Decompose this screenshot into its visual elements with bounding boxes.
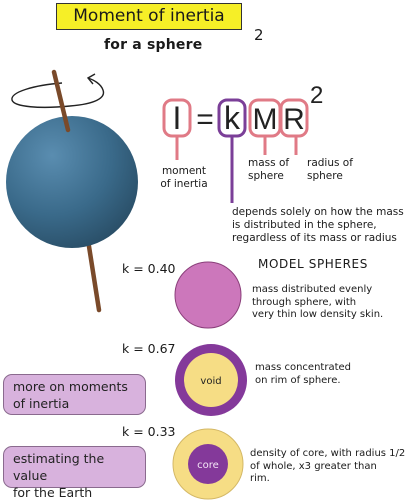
label-k-description: depends solely on how the mass is distri…: [232, 206, 404, 244]
sphere-core-icon: core: [172, 428, 244, 500]
rotation-arrow: [11, 82, 71, 109]
equation-diagram: I = k M R 2: [162, 82, 323, 203]
globe-body: [6, 116, 138, 248]
spinning-sphere-illustration: [6, 69, 138, 313]
eq-M: M: [253, 103, 278, 136]
box-R: [279, 98, 309, 138]
eq-k: k: [224, 100, 241, 136]
sphere-hollow-icon: void: [175, 344, 247, 416]
model-spheres-title: MODEL SPHERES: [258, 257, 368, 271]
more-on-moments-link[interactable]: more on moments of inertia: [3, 374, 146, 415]
eq-equals: =: [196, 103, 214, 136]
k-value-core: k = 0.33: [122, 424, 176, 439]
page-title: Moment of inertia: [56, 3, 242, 30]
axis-rod-bottom: [85, 237, 102, 313]
estimating-earth-link[interactable]: estimating the value for the Earth: [3, 446, 146, 500]
label-moment-of-inertia: moment of inertia: [160, 165, 208, 190]
core-label: core: [197, 460, 219, 471]
k-value-hollow: k = 0.67: [122, 341, 176, 356]
page-subtitle: for a sphere: [104, 37, 203, 53]
void-label: void: [200, 376, 221, 387]
label-radius: radius of sphere: [307, 157, 353, 182]
label-mass: mass of sphere: [248, 157, 290, 182]
description-hollow: mass concentrated on rim of sphere.: [255, 362, 351, 386]
axis-rod-top: [51, 69, 71, 133]
eq-R: R: [283, 103, 305, 136]
sphere-uniform-icon: [174, 261, 242, 329]
eq-I: I: [173, 100, 182, 136]
k-value-uniform: k = 0.40: [122, 261, 176, 276]
arrow-head: [86, 73, 96, 85]
stray-superscript: 2: [254, 26, 264, 44]
description-uniform: mass distributed evenly through sphere, …: [252, 284, 384, 320]
description-core: density of core, with radius 1/2 of whol…: [250, 448, 406, 484]
eq-exponent: 2: [310, 82, 323, 109]
